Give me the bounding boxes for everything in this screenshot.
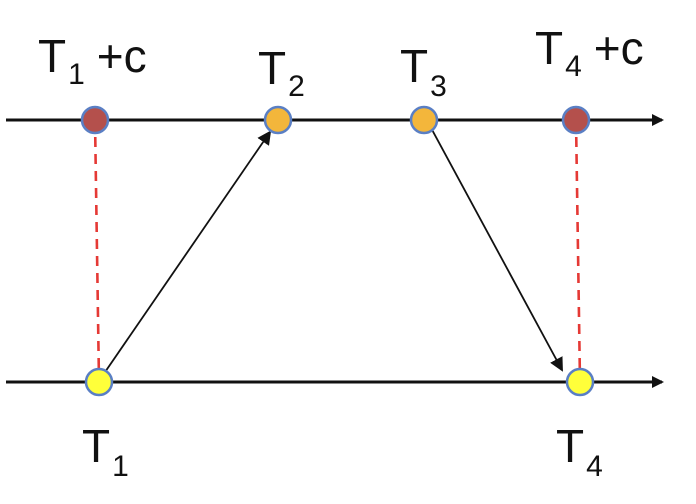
label-t4-base: T <box>556 420 584 472</box>
point-t3 <box>409 105 439 135</box>
point-t1 <box>84 367 114 397</box>
point-t2 <box>263 105 293 135</box>
label-t2-base: T <box>258 42 286 94</box>
label-t4-plus-c-sub: 4 <box>565 50 582 83</box>
label-t4-sub: 4 <box>586 450 603 483</box>
label-t4-plus-c: T4 +c <box>535 22 644 83</box>
label-t4: T4 <box>556 420 603 483</box>
dashed-sync-line-t1 <box>93 119 101 383</box>
label-t2: T2 <box>258 42 305 103</box>
dashed-sync-line-t4 <box>574 119 582 383</box>
point-t1-plus-c <box>80 105 110 135</box>
label-t1-plus-c-sub: 1 <box>68 58 85 91</box>
label-t1-plus-c-suffix: +c <box>97 30 147 82</box>
label-t1-plus-c-base: T <box>38 30 66 82</box>
request-message-arrow <box>102 130 272 376</box>
label-t2-sub: 2 <box>288 70 305 103</box>
label-t1-sub: 1 <box>112 450 129 483</box>
label-t1-plus-c: T1 +c <box>38 30 147 91</box>
label-t4-plus-c-base: T <box>535 22 563 74</box>
point-t4 <box>565 367 595 397</box>
label-t1-base: T <box>82 420 110 472</box>
response-message-arrow <box>429 125 563 372</box>
label-t1: T1 <box>82 420 129 483</box>
label-t3-base: T <box>400 40 428 92</box>
point-t4-plus-c <box>561 105 591 135</box>
label-t4-plus-c-suffix: +c <box>594 22 644 74</box>
label-t3: T3 <box>400 40 447 103</box>
label-t3-sub: 3 <box>430 70 447 103</box>
